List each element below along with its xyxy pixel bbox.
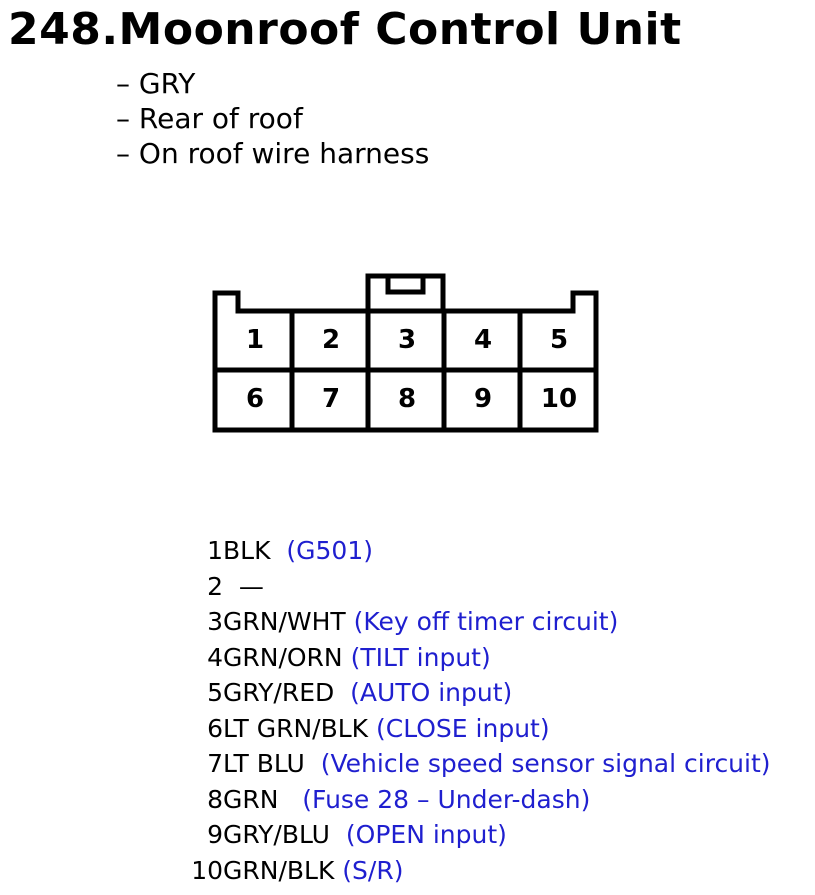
pin-description: (Key off timer circuit) [353, 607, 619, 636]
pin-2-label: 2 [322, 325, 340, 355]
note-harness: – On roof wire harness [116, 137, 430, 170]
wire-color: — [238, 571, 264, 601]
connector-notes: – GRY – Rear of roof – On roof wire harn… [116, 66, 429, 171]
pin-number: 1 [207, 536, 223, 565]
pin-number: 4 [207, 642, 223, 672]
wire-color: GRN/WHT [223, 607, 346, 636]
wire-color: GRY/BLU [223, 820, 330, 849]
pin-8-label: 8 [398, 384, 416, 414]
pin-9-label: 9 [474, 384, 492, 414]
pin-row: 5GRY/RED (AUTO input) [190, 675, 771, 711]
pin-10-label: 10 [541, 384, 577, 414]
pin-number: 3 [207, 607, 223, 636]
connector-diagram: 1 2 3 4 5 6 7 8 9 10 [212, 273, 599, 433]
pin-description: (Fuse 28 – Under-dash) [302, 784, 591, 814]
pin-description: (TILT input) [350, 642, 491, 672]
pin-number: 10 [191, 855, 223, 885]
pin-description: (S/R) [342, 855, 404, 885]
connector-housing [212, 290, 599, 433]
pin-number: 5 [207, 678, 223, 707]
pin-number: 8 [207, 784, 223, 814]
wire-color: GRN/BLK [223, 855, 335, 885]
pin-description: (G501) [286, 536, 373, 565]
pin-row: 8GRN (Fuse 28 – Under-dash) [190, 782, 771, 818]
pin-7-label: 7 [322, 384, 340, 414]
wire-color: GRY/RED [223, 678, 335, 707]
wire-color: GRN [223, 784, 279, 814]
wire-color: GRN/ORN [223, 642, 343, 672]
connector-lock-slot [385, 273, 426, 295]
pin-row: 4GRN/ORN (TILT input) [190, 640, 771, 676]
pin-number: 7 [207, 749, 223, 778]
pin-row: 3GRN/WHT (Key off timer circuit) [190, 604, 771, 640]
pin-5-label: 5 [550, 325, 568, 355]
pin-6-label: 6 [246, 384, 264, 414]
pin-3-label: 3 [398, 325, 416, 355]
pin-1-label: 1 [246, 325, 264, 355]
wire-color: BLK [223, 536, 271, 565]
pin-row: 1BLK (G501) [190, 533, 771, 569]
pin-number: 9 [207, 820, 223, 849]
page-title: 248.Moonroof Control Unit [8, 4, 682, 55]
wire-color: LT BLU [223, 749, 305, 778]
note-color: – GRY [116, 67, 196, 100]
pin-row: 10GRN/BLK (S/R) [190, 853, 771, 889]
pin-description: (CLOSE input) [376, 713, 550, 743]
pin-number: 2 [207, 571, 223, 601]
pin-description: (OPEN input) [345, 820, 507, 849]
pin-row: 9GRY/BLU (OPEN input) [190, 817, 771, 853]
pin-list: 1BLK (G501) 2 — 3GRN/WHT (Key off timer … [190, 533, 771, 889]
pin-description: (AUTO input) [350, 678, 513, 707]
pin-description: (Vehicle speed sensor signal circuit) [320, 749, 771, 778]
pin-number: 6 [207, 713, 223, 743]
pin-row: 6LT GRN/BLK (CLOSE input) [190, 711, 771, 747]
pin-row: 7LT BLU (Vehicle speed sensor signal cir… [190, 746, 771, 782]
pin-4-label: 4 [474, 325, 492, 355]
wire-color: LT GRN/BLK [223, 713, 369, 743]
note-location: – Rear of roof [116, 102, 303, 135]
pin-row: 2 — [190, 569, 771, 605]
